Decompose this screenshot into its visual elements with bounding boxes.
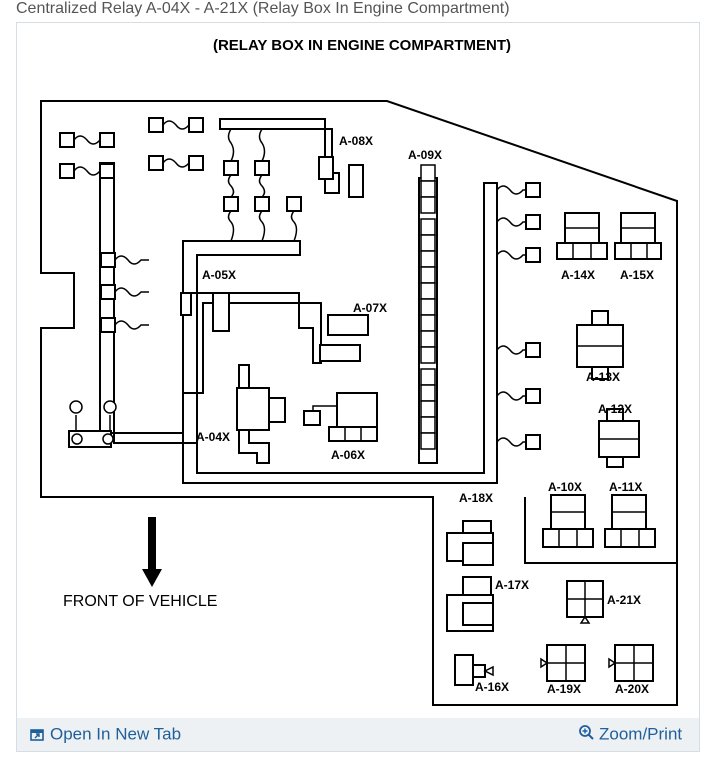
label-a06x: A-06X — [331, 448, 365, 462]
image-toolbar: Open In New Tab Zoom/Print — [17, 718, 699, 751]
relay-box-diagram: (RELAY BOX IN ENGINE COMPARTMENT) FRONT … — [40, 37, 678, 706]
front-arrow-head — [142, 569, 162, 587]
label-a17x: A-17X — [495, 578, 529, 592]
page-caption: Centralized Relay A-04X - A-21X (Relay B… — [16, 0, 510, 17]
harness-channel-left — [99, 162, 301, 444]
open-in-new-tab-link[interactable]: Open In New Tab — [30, 724, 181, 745]
diagram-title: (RELAY BOX IN ENGINE COMPARTMENT) — [213, 37, 511, 54]
front-arrow-shaft — [148, 517, 156, 571]
label-a10x: A-10X — [548, 480, 582, 494]
magnifier-icon — [579, 725, 594, 740]
zoom-print-label: Zoom/Print — [599, 724, 683, 744]
lower-compartment-divider — [432, 497, 677, 705]
harness-channel-middle — [183, 292, 322, 394]
label-a11x: A-11X — [609, 480, 642, 494]
label-a08x: A-08X — [339, 134, 373, 148]
label-a05x: A-05X — [202, 268, 236, 282]
label-a19x: A-19X — [547, 682, 581, 696]
front-of-vehicle-label: FRONT OF VEHICLE — [63, 593, 217, 610]
label-a07x: A-07X — [353, 301, 387, 315]
label-a12x: A-12X — [598, 402, 632, 416]
harness-channel-top — [219, 118, 340, 194]
label-a18x: A-18X — [459, 491, 493, 505]
image-frame — [16, 22, 700, 752]
label-a21x: A-21X — [607, 593, 641, 607]
label-a15x: A-15X — [620, 268, 654, 282]
harness-channel-bottom — [182, 182, 498, 484]
open-in-new-tab-label: Open In New Tab — [50, 724, 182, 744]
label-a16x: A-16X — [475, 680, 509, 694]
zoom-print-link[interactable]: Zoom/Print — [578, 724, 682, 745]
relay-box-outline — [40, 100, 678, 706]
label-a13x: A-13X — [586, 370, 620, 384]
open-in-new-tab-icon — [30, 728, 44, 741]
label-a09x: A-09X — [408, 148, 442, 162]
label-a20x: A-20X — [615, 682, 649, 696]
label-a04x: A-04X — [196, 430, 230, 444]
label-a14x: A-14X — [561, 268, 595, 282]
